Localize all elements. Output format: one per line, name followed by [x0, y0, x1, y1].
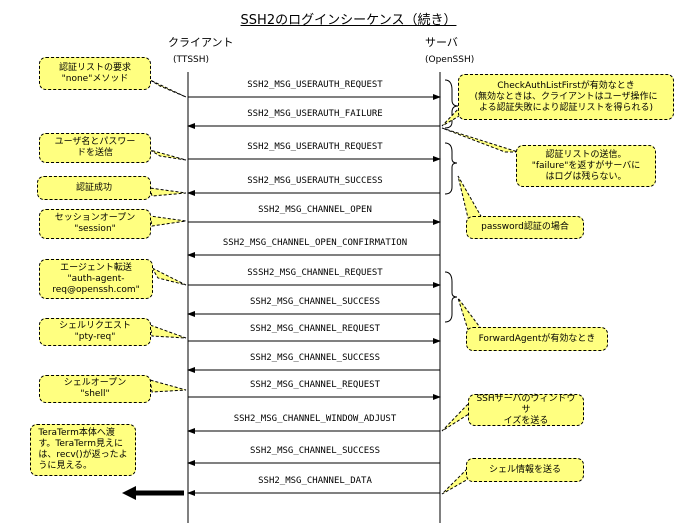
- note-right-3: ForwardAgentが有効なとき: [466, 327, 608, 351]
- pointer-left-1: [149, 149, 187, 161]
- message-label-2: SSH2_MSG_USERAUTH_REQUEST: [247, 142, 383, 152]
- note-line: は、recv()が返ったよ: [38, 450, 128, 460]
- note-line: イズを送る: [503, 415, 549, 426]
- note-line: "failure"を返すがサーバに: [531, 160, 641, 171]
- message-label-4: SSH2_MSG_CHANNEL_OPEN: [258, 205, 372, 215]
- note-line: シェルオープン: [63, 378, 127, 388]
- note-right-5: シェル情報を送る: [466, 458, 584, 482]
- note-line: "none"メソッド: [61, 73, 129, 84]
- note-line: "session": [74, 224, 116, 234]
- note-line: エージェント転送: [60, 262, 132, 273]
- note-left-6: シェルオープン"shell": [39, 375, 151, 403]
- note-line: 認証成功: [75, 182, 112, 193]
- pointer-left-6: [149, 379, 187, 393]
- note-line: ForwardAgentが有効なとき: [478, 333, 596, 344]
- note-line: シェル情報を送る: [488, 464, 561, 475]
- note-line: ドを送信: [76, 148, 113, 158]
- message-label-8: SSH2_MSG_CHANNEL_REQUEST: [249, 324, 381, 334]
- note-line: (無効なときは、クライアントはユーザ操作に: [474, 91, 658, 102]
- message-label-1: SSH2_MSG_USERAUTH_FAILURE: [247, 109, 383, 119]
- client-sub: (TTSSH): [173, 55, 210, 65]
- note-line: req@openssh.com": [52, 284, 140, 295]
- note-line: す。TeraTerm見えに: [38, 439, 123, 449]
- note-right-2: password認証の場合: [466, 216, 584, 239]
- note-left-3: セッションオープン"session": [39, 209, 151, 239]
- pointer-left-5: [149, 324, 187, 339]
- client-name: クライアント: [168, 36, 234, 49]
- note-left-7: TeraTerm本体へ渡す。TeraTerm見えには、recv()が返ったように…: [30, 424, 136, 476]
- message-label-7: SSH2_MSG_CHANNEL_SUCCESS: [249, 297, 381, 307]
- pointer-right-3: [457, 297, 483, 331]
- note-line: セッションオープン: [54, 213, 136, 223]
- callout-pointers: [149, 79, 519, 495]
- message-label-13: SSH2_MSG_CHANNEL_DATA: [258, 476, 372, 486]
- pointer-left-3: [149, 215, 187, 227]
- note-left-2: 認証成功: [37, 176, 151, 200]
- note-line: 認証リストの要求: [58, 62, 131, 73]
- note-right-4: SSHサーバのウィンドウサイズを送る: [468, 394, 584, 426]
- page-title: SSH2のログインシーケンス（続き）: [240, 13, 457, 28]
- note-line: はログは残らない。: [545, 171, 627, 182]
- note-line: シェルリクエスト: [58, 321, 131, 331]
- message-arrows: [187, 94, 441, 496]
- message-label-3: SSH2_MSG_USERAUTH_SUCCESS: [247, 176, 383, 186]
- note-line: 認証リストの送信。: [545, 149, 627, 160]
- message-label-0: SSH2_MSG_USERAUTH_REQUEST: [247, 80, 383, 90]
- note-line: TeraTerm本体へ渡: [38, 428, 115, 438]
- pointer-left-4: [150, 266, 187, 286]
- note-line: "pty-req": [74, 332, 116, 342]
- note-left-5: シェルリクエスト"pty-req": [39, 318, 151, 346]
- message-label-6: SSSH2_MSG_CHANNEL_REQUEST: [247, 268, 383, 278]
- server-sub: (OpenSSH): [425, 55, 475, 65]
- brace-password-auth: [444, 142, 458, 195]
- note-line: CheckAuthListFirstが有効なとき: [497, 80, 635, 91]
- brace-forward-agent: [444, 271, 458, 323]
- pointer-right-1: [441, 127, 519, 153]
- message-label-12: SSH2_MSG_CHANNEL_SUCCESS: [249, 446, 381, 456]
- note-line: ユーザ名とパスワー: [54, 137, 136, 147]
- message-label-5: SSH2_MSG_CHANNEL_OPEN_CONFIRMATION: [222, 238, 408, 248]
- note-left-1: ユーザ名とパスワードを送信: [39, 133, 151, 163]
- note-left-0: 認証リストの要求"none"メソッド: [39, 57, 151, 90]
- note-line: "auth-agent-: [67, 273, 125, 284]
- note-line: "shell": [80, 389, 110, 399]
- note-left-4: エージェント転送"auth-agent-req@openssh.com": [39, 259, 153, 299]
- note-line: SSHサーバのウィンドウサ: [476, 393, 576, 415]
- note-line: よる認証失敗により認証リストを得られる): [478, 102, 654, 113]
- note-right-1: 認証リストの送信。"failure"を返すがサーバにはログは残らない。: [516, 145, 656, 187]
- pointer-left-0: [149, 79, 187, 98]
- note-right-0: CheckAuthListFirstが有効なとき(無効なときは、クライアントはユ…: [458, 74, 674, 120]
- teraterm-arrow-head: [122, 486, 136, 500]
- message-label-11: SSH2_MSG_CHANNEL_WINDOW_ADJUST: [233, 414, 397, 424]
- message-label-9: SSH2_MSG_CHANNEL_SUCCESS: [249, 353, 381, 363]
- pointer-left-2: [149, 187, 187, 197]
- note-line: password認証の場合: [481, 222, 569, 232]
- message-label-10: SSH2_MSG_CHANNEL_REQUEST: [249, 380, 381, 390]
- pointer-right-2: [457, 175, 483, 219]
- server-name: サーバ: [425, 36, 458, 49]
- note-line: うに見える。: [38, 461, 93, 471]
